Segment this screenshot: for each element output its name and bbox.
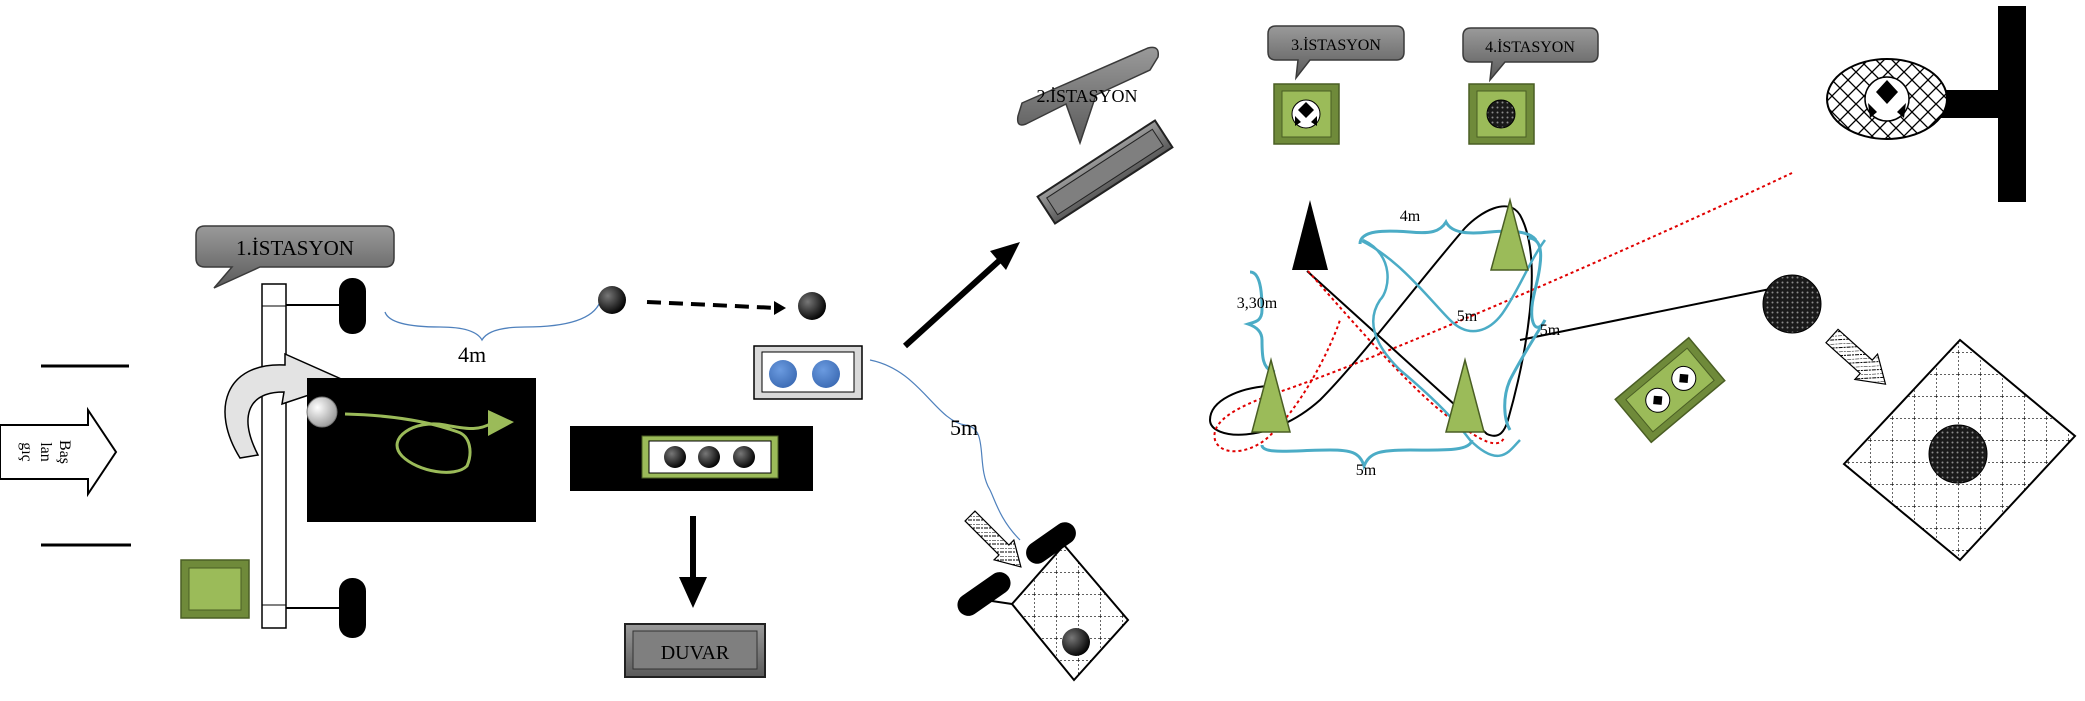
station1-mat (307, 378, 536, 522)
station3-green-mat (1273, 83, 1340, 145)
two-ball-green-mat (1614, 336, 1726, 444)
black-ball-1 (598, 286, 626, 314)
start-label-line2: lan (37, 442, 54, 462)
dribble-path-black (1208, 205, 1533, 437)
hatched-arrow-to-goal (1825, 328, 1887, 385)
blue-ball-2 (812, 360, 840, 388)
tray-ball-1 (664, 446, 686, 468)
cyan-path-2 (1361, 239, 1547, 333)
cyan-path-1 (1362, 238, 1521, 457)
to-station2-arrow-line (902, 257, 1003, 349)
brace-3-30m (1243, 270, 1276, 374)
tray-ball-2 (698, 446, 720, 468)
distance-label-5m: 5m (950, 415, 978, 440)
start-label-line3: gıç (18, 442, 35, 462)
black-cone (1292, 200, 1328, 270)
station3-soccer-ball (1295, 102, 1317, 126)
shot-line (1519, 287, 1776, 341)
wall-box: DUVAR (624, 623, 766, 678)
dashed-pass-arrowhead (774, 301, 786, 315)
hatched-arrow-to-cart (964, 510, 1022, 568)
distance-label-bottom-5m: 5m (1356, 462, 1377, 479)
brace-5m-bottom (1260, 439, 1474, 471)
station4-green-mat (1468, 83, 1535, 145)
distance-curve-5m (869, 359, 1021, 541)
station2-label: 2.İSTASYON (1036, 86, 1137, 106)
ladder-bar (261, 283, 287, 629)
station3-callout: 3.İSTASYON (1267, 25, 1405, 81)
station2-callout: 2.İSTASYON (1016, 46, 1160, 146)
brace-5m-right (1503, 236, 1547, 431)
hurdle-top-post (339, 278, 366, 334)
green-cone-1 (1490, 197, 1529, 271)
tray-ball-3 (733, 446, 755, 468)
distance-label-right-5m: 5m (1540, 322, 1561, 339)
goal-cart (957, 522, 1130, 682)
blue-ball-tray (753, 345, 863, 400)
distance-label-3-30m: 3,30m (1237, 295, 1278, 312)
green-cone-2 (1251, 357, 1291, 433)
blue-ball-1 (769, 360, 797, 388)
target-net (1842, 338, 2077, 562)
three-ball-mat (570, 426, 813, 491)
cart-ball (1062, 628, 1090, 656)
station4-callout: 4.İSTASYON (1462, 27, 1599, 83)
distance-label-diag-5m: 5m (1457, 308, 1478, 325)
shooting-ball (1762, 274, 1822, 334)
station1-green-mat (180, 559, 250, 619)
station2-bench (1036, 119, 1174, 225)
station4-ball (1486, 99, 1516, 129)
dribble-path-red (1213, 172, 1793, 453)
dashed-pass-line (646, 300, 778, 310)
target-net-ball (1928, 424, 1988, 484)
to-station2-arrowhead (990, 242, 1020, 270)
wall-label: DUVAR (661, 642, 730, 664)
station1-callout: 1.İSTASYON (195, 225, 395, 289)
white-ball (306, 396, 338, 428)
station4-label: 4.İSTASYON (1485, 38, 1575, 56)
green-cone-3 (1445, 357, 1485, 433)
hurdle-bottom-post (339, 578, 366, 638)
distance-brace-4m (384, 301, 601, 342)
goal-soccer-ball (1868, 80, 1906, 118)
start-label-line1: Baş (56, 440, 73, 464)
black-ball-2 (798, 292, 826, 320)
distance-label-top-4m: 4m (1400, 208, 1421, 225)
station1-label: 1.İSTASYON (236, 236, 354, 260)
station3-label: 3.İSTASYON (1291, 36, 1381, 54)
to-wall-arrowhead (679, 577, 707, 608)
top-right-goal (1826, 6, 2026, 202)
start-arrow: Baş lan gıç (0, 406, 118, 498)
distance-label-4m: 4m (458, 342, 486, 367)
